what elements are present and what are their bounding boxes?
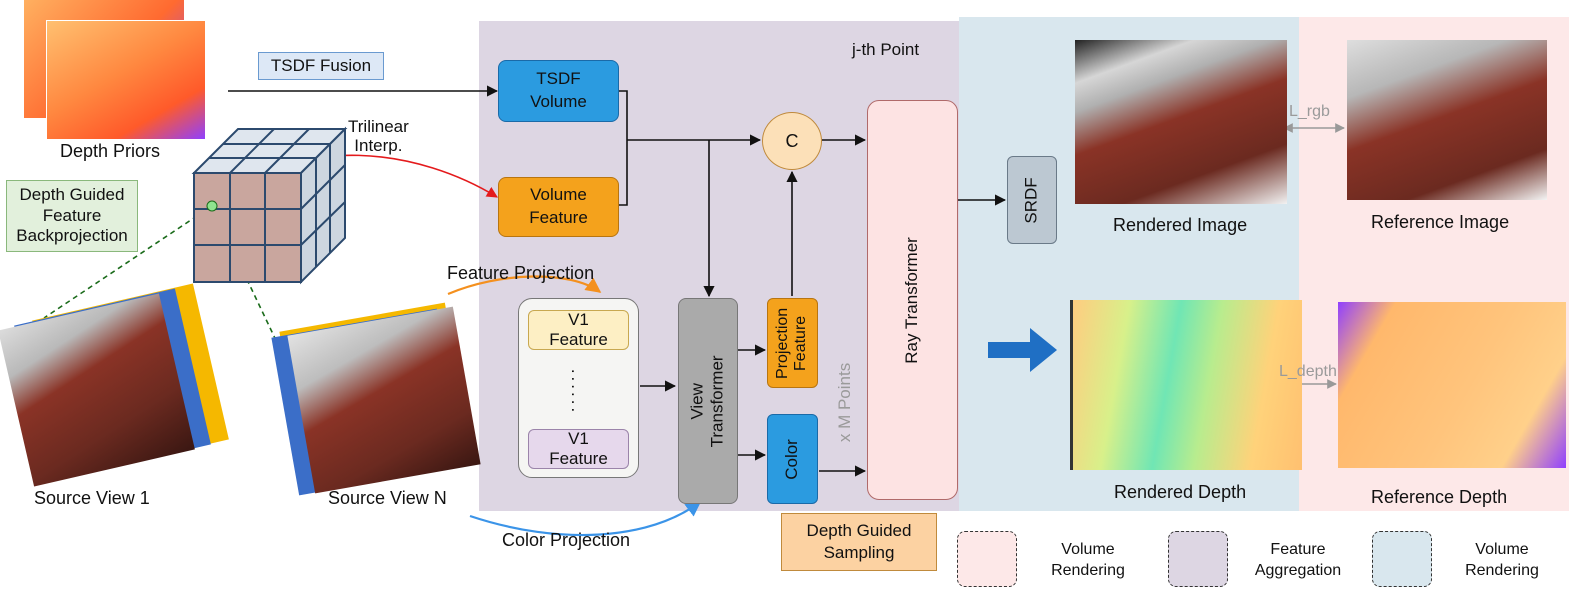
reference-depth-label: Reference Depth: [1371, 487, 1508, 507]
legend-swatch-volume-rendering-pink: [957, 531, 1017, 587]
legend-swatch-volume-rendering-blue: [1372, 531, 1432, 587]
view-transformer-label: View Transformer: [687, 355, 728, 447]
legend-label-volume-rendering-blue: Volume Rendering: [1465, 541, 1539, 579]
source-view-1-label: Source View 1: [34, 488, 150, 508]
view-transformer-block: View Transformer: [678, 298, 738, 504]
legend-label-feature-aggregation: Feature Aggregation: [1254, 541, 1342, 579]
source-view-n-label: Source View N: [328, 488, 447, 508]
tsdf-fusion-label: TSDF Fusion: [258, 52, 384, 80]
trilinear-interp-label: Trilinear Interp.: [348, 117, 409, 155]
depth-guided-sampling-block: Depth Guided Sampling: [781, 513, 937, 571]
depth-priors-label: Depth Priors: [60, 141, 161, 161]
color-label: Color: [782, 438, 802, 480]
rendered-depth-label: Rendered Depth: [1114, 482, 1247, 502]
tsdf-volume-block: TSDF Volume: [498, 60, 619, 122]
srdf-label: SRDF: [1021, 176, 1041, 224]
source-view-n-image: [287, 306, 481, 494]
projection-feature-block: Projection Feature: [767, 298, 818, 388]
tsdf-merge-line: [619, 90, 628, 140]
volfeat-merge-line: [619, 140, 628, 206]
x-m-points-wrap: x M Points: [828, 352, 864, 452]
depth-guided-backprojection-label: Depth Guided Feature Backprojection: [6, 180, 138, 252]
reference-image-label: Reference Image: [1371, 212, 1510, 232]
backproj-line-1: [43, 205, 213, 319]
volume-feature-block: Volume Feature: [498, 177, 619, 237]
reference-depth-image: [1338, 302, 1566, 468]
feature-volume-cube: [191, 126, 348, 285]
projection-feature-label: Projection Feature: [774, 307, 810, 379]
jth-point-label: j-th Point: [852, 40, 920, 59]
feature-projection-label: Feature Projection: [447, 263, 595, 283]
color-projection-label: Color Projection: [502, 530, 631, 550]
legend-label-volume-rendering-pink: Volume Rendering: [1051, 541, 1125, 579]
v1-feature-bottom: V1 Feature: [528, 429, 629, 469]
feature-projection-arrow: [447, 275, 602, 296]
l-rgb-label: L_rgb: [1289, 103, 1330, 120]
big-blue-arrow: [988, 328, 1057, 372]
depth-prior-image-front: [46, 20, 206, 140]
features-ellipsis: ......: [568, 368, 588, 416]
srdf-block: SRDF: [1007, 156, 1057, 244]
ray-transformer-block: Ray Transformer: [867, 100, 958, 500]
v1-feature-top: V1 Feature: [528, 310, 629, 350]
rendered-depth-image: [1070, 300, 1302, 470]
l-depth-label: L_depth: [1279, 363, 1337, 380]
x-m-points-label: x M Points: [835, 362, 855, 442]
rendered-image-label: Rendered Image: [1113, 215, 1248, 235]
rendered-image: [1075, 40, 1287, 204]
concat-node: C: [762, 112, 822, 170]
color-block: Color: [767, 414, 818, 504]
ray-transformer-label: Ray Transformer: [902, 236, 922, 364]
reference-image: [1347, 40, 1547, 200]
legend-swatch-feature-aggregation: [1168, 531, 1228, 587]
color-projection-arrow: [469, 501, 702, 537]
